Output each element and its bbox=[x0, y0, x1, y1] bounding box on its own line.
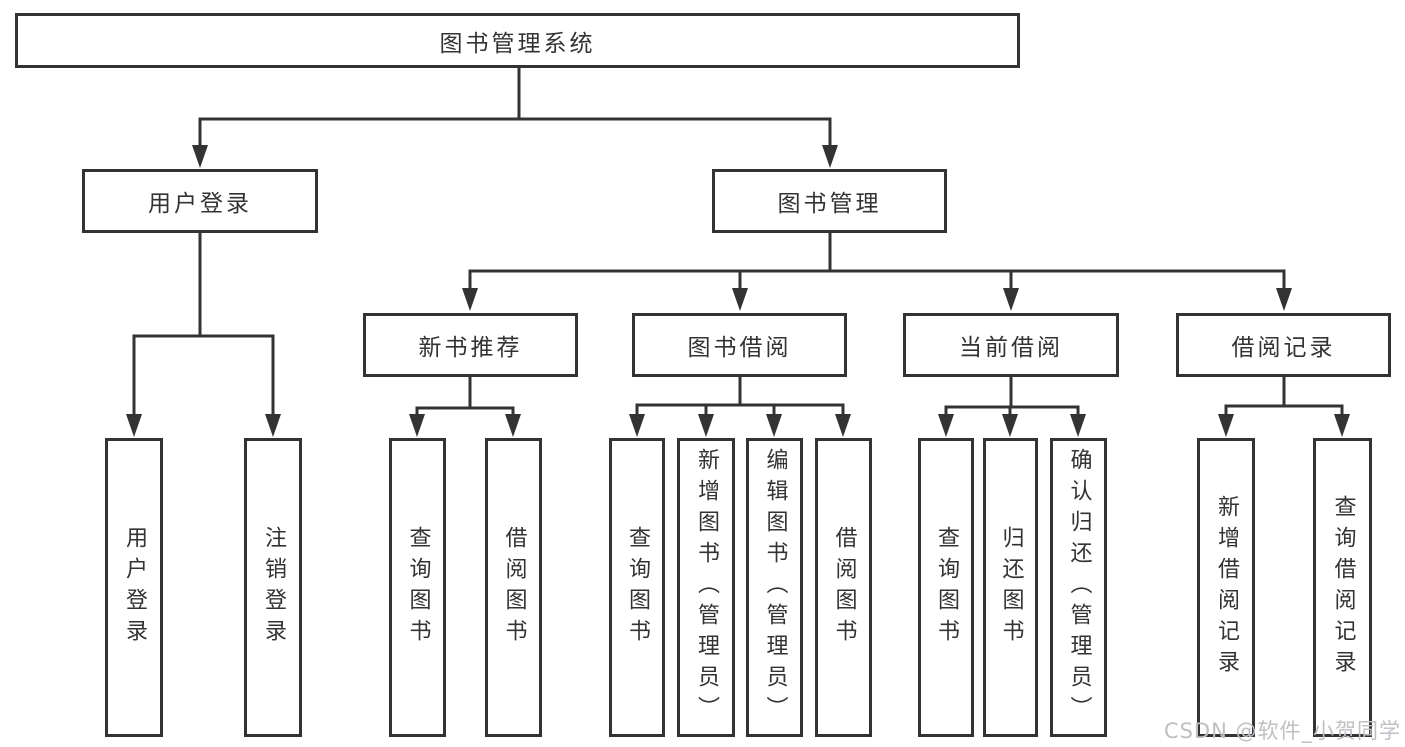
node-new-book-recommend-label: 新书推荐 bbox=[418, 335, 523, 361]
leaf-borrow-edit-book-admin-label: 编辑图书（管理员） bbox=[762, 448, 788, 727]
connector-current-borrow bbox=[938, 377, 1086, 437]
node-root: 图书管理系统 bbox=[15, 13, 1020, 68]
leaf-record-add-record: 新增借阅记录 bbox=[1197, 438, 1255, 737]
connector-user-login bbox=[126, 233, 281, 437]
leaf-borrow-edit-book-admin: 编辑图书（管理员） bbox=[746, 438, 803, 737]
leaf-borrow-borrow-book-label: 借阅图书 bbox=[831, 525, 857, 650]
leaf-current-return-book-label: 归还图书 bbox=[998, 525, 1024, 650]
leaf-record-query-record-label: 查询借阅记录 bbox=[1330, 494, 1356, 681]
node-new-book-recommend: 新书推荐 bbox=[363, 313, 578, 377]
leaf-current-return-book: 归还图书 bbox=[983, 438, 1038, 737]
node-root-label: 图书管理系统 bbox=[439, 30, 596, 57]
leaf-borrow-add-book-admin-label: 新增图书（管理员） bbox=[694, 448, 719, 727]
node-book-borrow-label: 图书借阅 bbox=[687, 335, 792, 361]
node-borrow-record-label: 借阅记录 bbox=[1231, 335, 1336, 361]
leaf-logout-label: 注销登录 bbox=[261, 525, 286, 650]
node-user-login: 用户登录 bbox=[82, 169, 318, 233]
node-current-borrow-label: 当前借阅 bbox=[959, 335, 1063, 361]
connector-book-borrow bbox=[629, 375, 851, 437]
leaf-current-confirm-return-admin: 确认归还（管理员） bbox=[1050, 438, 1107, 737]
leaf-recommend-query-book: 查询图书 bbox=[389, 438, 446, 737]
leaf-recommend-borrow-book: 借阅图书 bbox=[485, 438, 542, 737]
leaf-borrow-borrow-book: 借阅图书 bbox=[815, 438, 872, 737]
leaf-record-add-record-label: 新增借阅记录 bbox=[1214, 494, 1239, 681]
node-book-borrow: 图书借阅 bbox=[632, 313, 847, 377]
leaf-user-login: 用户登录 bbox=[105, 438, 163, 737]
connector-new-book-recommend bbox=[409, 377, 521, 437]
leaf-recommend-borrow-book-label: 借阅图书 bbox=[501, 525, 527, 650]
leaf-borrow-add-book-admin: 新增图书（管理员） bbox=[677, 438, 735, 737]
leaf-borrow-query-book-label: 查询图书 bbox=[625, 525, 650, 650]
leaf-record-query-record: 查询借阅记录 bbox=[1313, 438, 1372, 737]
node-current-borrow: 当前借阅 bbox=[903, 313, 1119, 377]
leaf-recommend-query-book-label: 查询图书 bbox=[405, 525, 431, 650]
node-book-management-label: 图书管理 bbox=[777, 191, 882, 217]
leaf-current-query-book: 查询图书 bbox=[918, 438, 974, 737]
leaf-borrow-query-book: 查询图书 bbox=[609, 438, 665, 737]
leaf-user-login-label: 用户登录 bbox=[122, 525, 147, 650]
leaf-logout: 注销登录 bbox=[244, 438, 302, 737]
connector-root bbox=[192, 68, 838, 168]
connector-borrow-record bbox=[1218, 377, 1350, 437]
node-borrow-record: 借阅记录 bbox=[1176, 313, 1391, 377]
watermark: CSDN @软件_小贺同学 bbox=[1163, 719, 1401, 743]
leaf-current-confirm-return-admin-label: 确认归还（管理员） bbox=[1066, 448, 1092, 727]
node-book-management: 图书管理 bbox=[712, 169, 947, 233]
node-user-login-label: 用户登录 bbox=[148, 191, 252, 217]
leaf-current-query-book-label: 查询图书 bbox=[934, 525, 959, 650]
connector-book-management bbox=[462, 233, 1292, 311]
